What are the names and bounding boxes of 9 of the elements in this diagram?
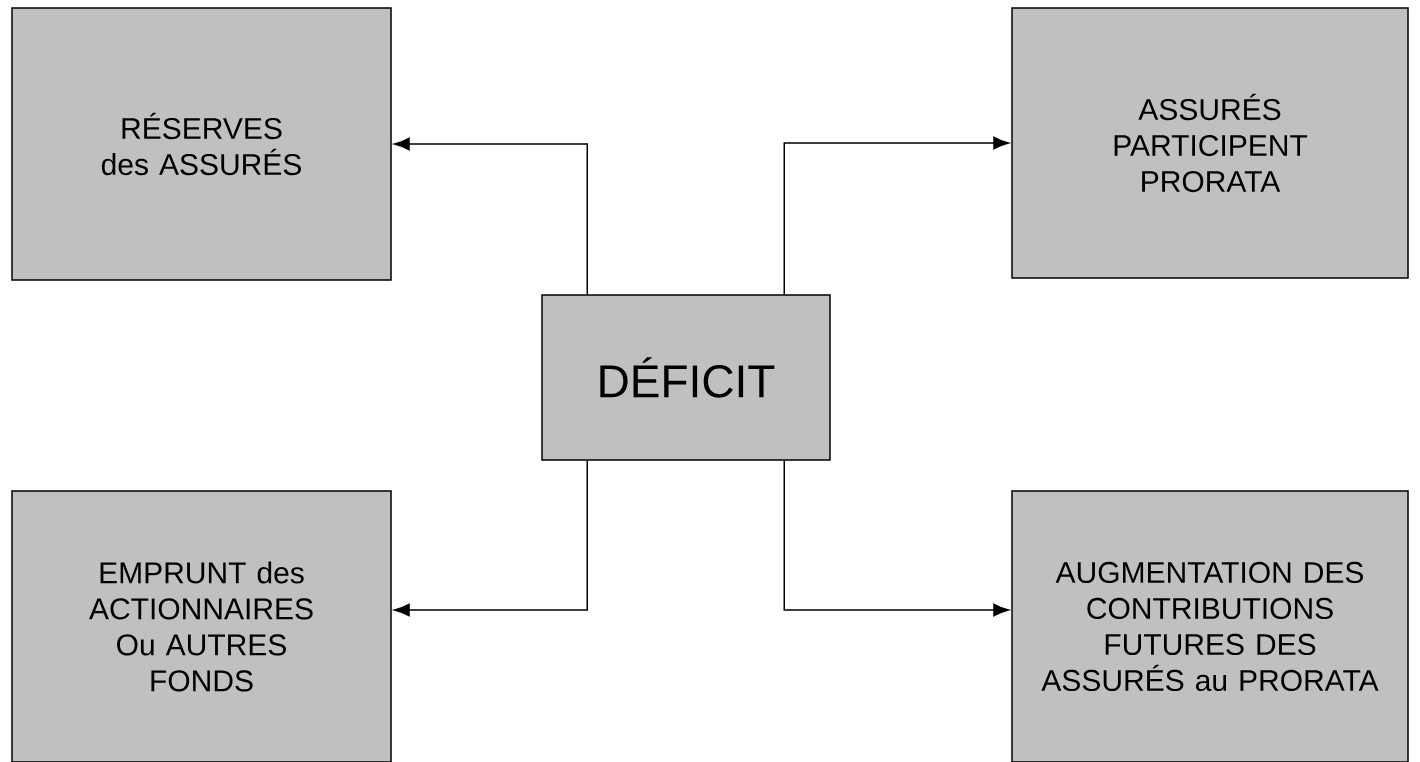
process-box: RÉSERVES des ASSURÉS bbox=[11, 7, 392, 281]
arrow bbox=[394, 137, 588, 295]
central-box: DÉFICIT bbox=[541, 294, 831, 461]
arrow bbox=[394, 460, 588, 617]
process-box: AUGMENTATION DES CONTRIBUTIONS FUTURES DES ASSURÉS au PRORATA bbox=[1011, 490, 1409, 762]
process-box: ASSURÉS PARTICIPENT PRORATA bbox=[1011, 7, 1409, 279]
arrow bbox=[783, 136, 1009, 295]
process-box: EMPRUNT des ACTIONNAIRES Ou AUTRES FONDS bbox=[11, 490, 392, 762]
arrow bbox=[783, 460, 1009, 617]
